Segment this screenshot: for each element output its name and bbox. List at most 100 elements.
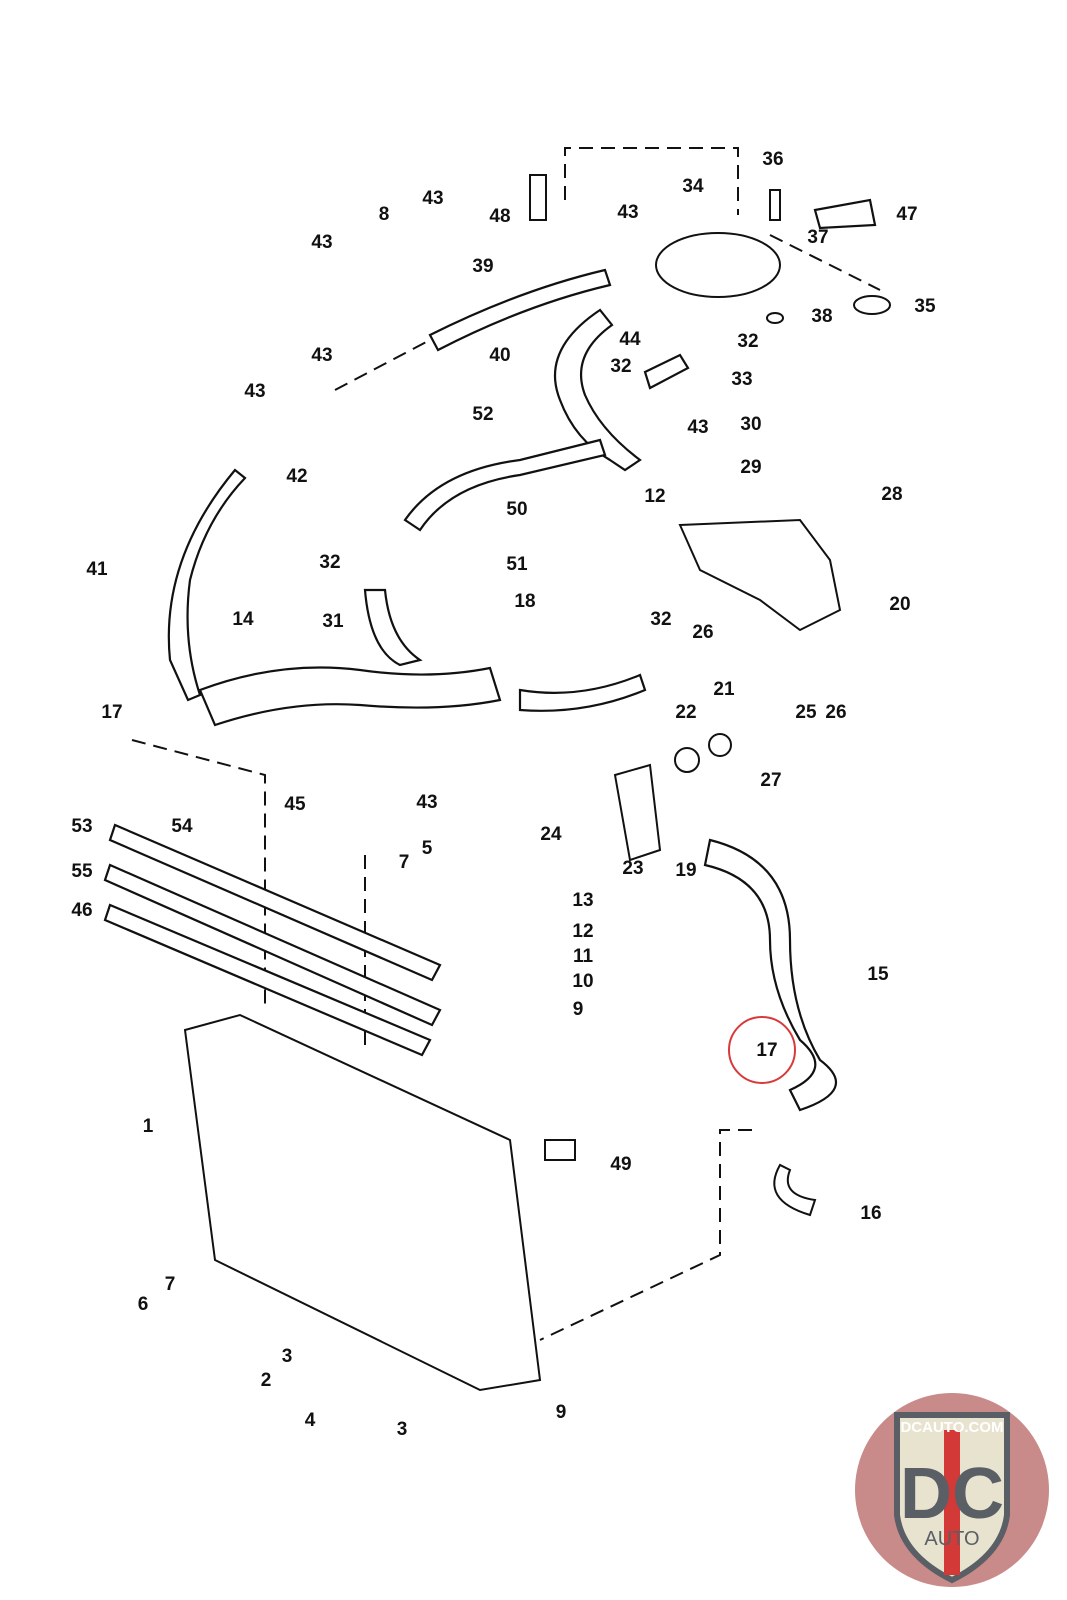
part-label-11[interactable]: 11 [573,946,594,967]
part-label-25[interactable]: 25 [795,702,817,723]
part-label-43[interactable]: 43 [311,232,332,253]
part-label-7[interactable]: 7 [399,852,410,873]
part-label-37[interactable]: 37 [807,227,828,248]
part-label-42[interactable]: 42 [286,466,307,487]
part-label-55[interactable]: 55 [71,861,93,882]
part-label-23[interactable]: 23 [622,858,643,879]
part-label-51[interactable]: 51 [506,554,528,575]
part-label-31[interactable]: 31 [322,611,344,632]
part-label-40[interactable]: 40 [489,345,510,366]
part-label-26[interactable]: 26 [825,702,846,723]
part-label-14[interactable]: 14 [232,609,254,630]
logo-stripe [944,1430,960,1575]
part-label-3[interactable]: 3 [282,1346,293,1367]
part-label-50[interactable]: 50 [506,499,527,520]
part-label-52[interactable]: 52 [472,404,493,425]
part-label-18[interactable]: 18 [514,591,535,612]
hose-connector [518,673,647,712]
hose-33 [643,353,690,390]
part-label-46[interactable]: 46 [71,900,92,921]
part-label-24[interactable]: 24 [540,824,562,845]
part-label-38[interactable]: 38 [811,306,832,327]
part-label-39[interactable]: 39 [472,256,493,277]
part-label-4[interactable]: 4 [305,1410,316,1431]
part-label-7[interactable]: 7 [165,1274,176,1295]
part-label-17[interactable]: 17 [756,1040,777,1061]
part-label-43[interactable]: 43 [416,792,437,813]
leader-17b-radiator [539,1129,752,1341]
part-label-9[interactable]: 9 [573,999,584,1020]
part-label-1[interactable]: 1 [143,1116,154,1137]
hose-15 [703,838,838,1112]
part-label-8[interactable]: 8 [379,204,390,225]
part-label-19[interactable]: 19 [675,860,696,881]
part-label-33[interactable]: 33 [731,369,752,390]
hose-40 [553,308,642,472]
strip-46 [103,903,432,1057]
sleeve-49 [544,1139,576,1161]
dcauto-logo[interactable]: DCAUTO.COM DC AUTO [852,1390,1052,1590]
o-ring-22 [674,747,700,773]
part-label-32[interactable]: 32 [650,609,671,630]
leader-48-34 [564,147,739,215]
part-label-22[interactable]: 22 [675,702,696,723]
part-label-43[interactable]: 43 [311,345,332,366]
part-label-48[interactable]: 48 [489,206,510,227]
part-label-20[interactable]: 20 [889,594,910,615]
expansion-tank-34 [655,232,781,298]
part-label-12[interactable]: 12 [572,921,593,942]
part-label-13[interactable]: 13 [572,890,593,911]
part-label-10[interactable]: 10 [572,971,593,992]
part-label-26[interactable]: 26 [692,622,713,643]
elbow-23 [613,763,662,862]
bolt-36 [769,189,781,221]
part-label-32[interactable]: 32 [610,356,631,377]
thermostat-housing-20 [678,518,842,632]
radiator-1 [183,1013,542,1392]
part-label-6[interactable]: 6 [138,1294,149,1315]
part-label-34[interactable]: 34 [682,176,704,197]
part-label-43[interactable]: 43 [617,202,638,223]
part-label-43[interactable]: 43 [687,417,708,438]
part-label-44[interactable]: 44 [619,329,641,350]
hose-39 [428,268,612,352]
part-label-32[interactable]: 32 [737,331,758,352]
logo-top-text: DCAUTO.COM [900,1419,1003,1436]
part-label-36[interactable]: 36 [762,149,783,170]
part-label-3[interactable]: 3 [397,1419,408,1440]
cap-35 [853,295,891,315]
part-label-53[interactable]: 53 [71,816,92,837]
hose-52 [403,438,607,532]
part-label-41[interactable]: 41 [86,559,108,580]
nut-38 [766,312,784,324]
part-label-43[interactable]: 43 [422,188,443,209]
strip-53 [108,823,442,982]
thermostat-21 [708,733,732,757]
part-label-45[interactable]: 45 [284,794,306,815]
part-label-12[interactable]: 12 [644,486,665,507]
hose-14 [198,666,502,727]
hose-41 [167,468,247,702]
part-label-2[interactable]: 2 [261,1370,272,1391]
part-label-16[interactable]: 16 [860,1203,881,1224]
part-label-5[interactable]: 5 [422,838,433,859]
highlight-circle [728,1016,796,1084]
part-label-15[interactable]: 15 [867,964,889,985]
part-label-30[interactable]: 30 [740,414,761,435]
part-label-43[interactable]: 43 [244,381,265,402]
part-label-21[interactable]: 21 [713,679,735,700]
part-label-35[interactable]: 35 [914,296,936,317]
strap-16 [773,1163,817,1217]
part-label-49[interactable]: 49 [610,1154,631,1175]
part-label-47[interactable]: 47 [896,204,917,225]
part-label-17[interactable]: 17 [101,702,122,723]
leader-17-radiator [131,739,266,1010]
part-label-29[interactable]: 29 [740,457,761,478]
part-label-27[interactable]: 27 [760,770,781,791]
part-label-54[interactable]: 54 [171,816,193,837]
part-label-28[interactable]: 28 [881,484,902,505]
part-label-9[interactable]: 9 [556,1402,567,1423]
seal-strip-55 [103,863,442,1027]
part-label-32[interactable]: 32 [319,552,340,573]
